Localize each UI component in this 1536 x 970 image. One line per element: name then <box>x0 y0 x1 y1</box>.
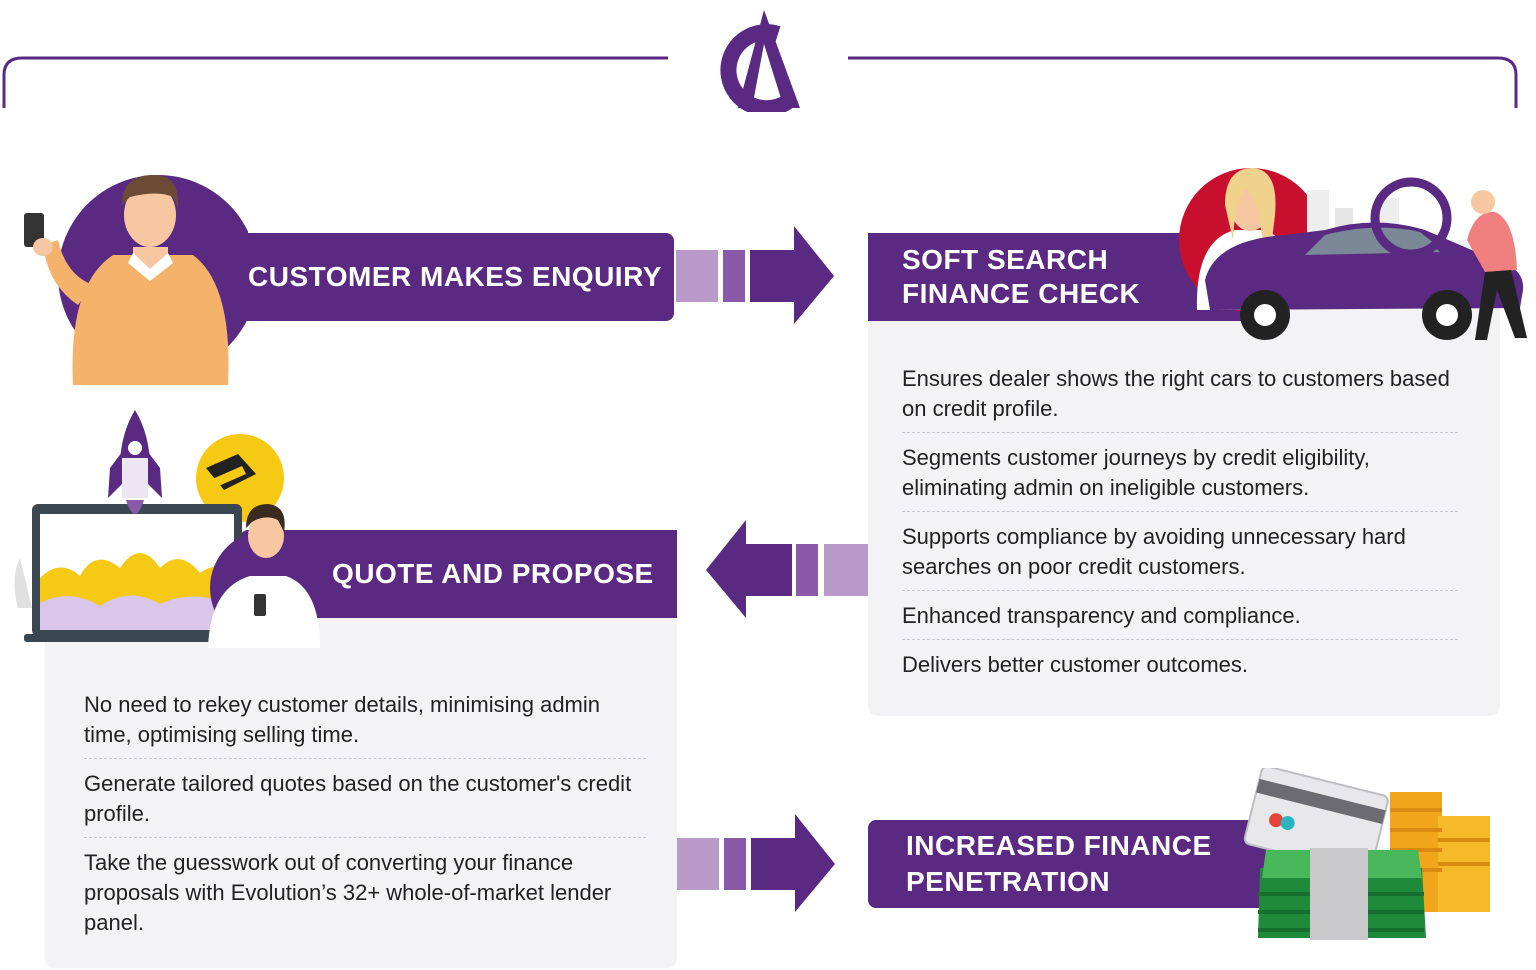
enquiry-banner: CUSTOMER MAKES ENQUIRY <box>200 233 674 321</box>
arrow-left-icon <box>706 520 868 618</box>
quote-panel <box>45 600 677 968</box>
enquiry-title: CUSTOMER MAKES ENQUIRY <box>248 261 662 292</box>
quote-item: Generate tailored quotes based on the cu… <box>84 759 646 838</box>
man-with-phone-icon <box>24 175 248 385</box>
quote-item: Take the guesswork out of converting you… <box>84 850 612 935</box>
top-frame-line <box>2 56 1518 108</box>
cash-cards-icon <box>1243 768 1490 940</box>
arrow-right-icon <box>676 226 834 324</box>
soft-search-item: Delivers better customer outcomes. <box>902 652 1249 677</box>
soft-search-title-line1: SOFT SEARCH <box>902 244 1109 275</box>
rocket-laptop-icon <box>14 410 326 648</box>
penetration-title-line2: PENETRATION <box>906 866 1111 897</box>
soft-search-title-line2: FINANCE CHECK <box>902 278 1141 309</box>
soft-search-item: Ensures dealer shows the right cars to c… <box>902 354 1458 433</box>
soft-search-item: Enhanced transparency and compliance. <box>902 591 1458 640</box>
soft-search-item: Segments customer journeys by credit eli… <box>902 433 1458 512</box>
car-search-icon <box>1179 168 1527 340</box>
penetration-title-line1: INCREASED FINANCE <box>906 830 1212 861</box>
quote-item: No need to rekey customer details, minim… <box>84 680 646 759</box>
quote-title: QUOTE AND PROPOSE <box>332 558 654 589</box>
ca-logo-icon <box>720 10 800 112</box>
penetration-banner: INCREASED FINANCE PENETRATION <box>868 820 1268 908</box>
quote-list: No need to rekey customer details, minim… <box>84 680 646 946</box>
soft-search-list: Ensures dealer shows the right cars to c… <box>902 354 1458 688</box>
arrow-right-icon <box>677 814 835 912</box>
soft-search-item: Supports compliance by avoiding unnecess… <box>902 512 1458 591</box>
